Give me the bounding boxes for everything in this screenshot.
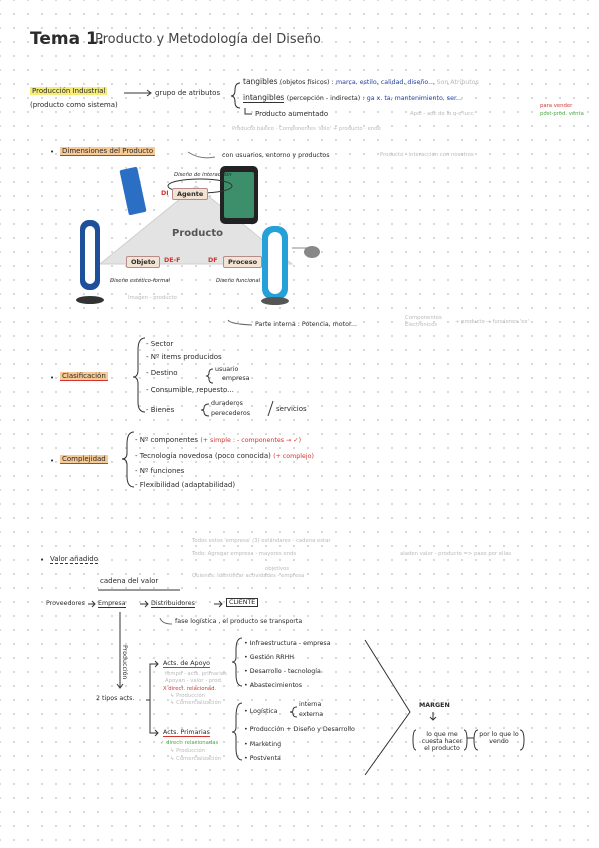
tangibles-label: tangibles xyxy=(243,77,278,86)
produccion-sublabel: (producto como sistema) xyxy=(30,101,118,109)
margen-label: MARGEN xyxy=(419,702,450,709)
fig-def: DE-F xyxy=(164,257,181,264)
primarias-label: Acts. Primarias xyxy=(163,729,210,738)
servicios-label: servicios xyxy=(276,405,307,413)
fig-df: DF xyxy=(208,257,218,264)
clasif-item-1: - Nº items producidos xyxy=(146,353,222,361)
chain-1: Empresa xyxy=(98,600,126,609)
dimensiones-note: con usuarios, entorno y productos xyxy=(222,152,330,159)
page-subtitle: Producto y Metodología del Diseño xyxy=(95,32,321,47)
tipos-label: 2 tipos acts. xyxy=(96,695,135,702)
apoyo-item-0: • Infraestructura - empresa xyxy=(244,640,331,647)
valor-note-3: Quienes: Identificar actividades - empre… xyxy=(192,573,305,579)
apoyo-label: Acts. de Apoyo xyxy=(163,660,211,669)
apoyo-note-0: tempo - acts. primarias xyxy=(165,671,227,677)
primarias-item-2: • Marketing xyxy=(244,741,282,748)
intangibles-list: ga x. ta, mantenimiento, ser... xyxy=(366,95,462,102)
basico-note: Producto básico · Componentes 'sólo' + p… xyxy=(232,126,381,132)
clasif-item-4: - Bienes xyxy=(146,406,175,414)
destino-opt-0: usuario xyxy=(215,366,239,373)
primarias-note-2: ↳ Comercialización xyxy=(170,756,222,762)
primarias-item-3: • Postventa xyxy=(244,755,281,762)
fig-estetico: Diseño estético-formal xyxy=(110,278,170,284)
interna-grey-1: Componentes xyxy=(405,315,442,321)
triangle-diagram xyxy=(76,166,320,305)
tangibles-row: tangibles (objetos físicos) : marca, est… xyxy=(243,77,479,87)
apoyo-note-1: Apoyan - valor - prod. xyxy=(165,678,223,684)
fig-funcional: Diseño funcional xyxy=(216,278,261,284)
intangibles-label: intangibles xyxy=(243,93,285,103)
bullet: • xyxy=(50,148,55,156)
fase-note: fase logística , el producto se transpor… xyxy=(175,618,303,625)
produccion-label: Producción Industrial xyxy=(30,87,108,96)
fig-interaccion: Diseño de interacción xyxy=(174,172,232,178)
parte-interna: Parte interna : Potencia, motor... xyxy=(255,321,357,328)
intangibles-row: intangibles (percepción - indirecta) : g… xyxy=(243,93,462,103)
primarias-note-1: ↳ Producción xyxy=(170,748,206,754)
intangibles-paren: (percepción - indirecta) : xyxy=(286,95,365,102)
tangibles-paren: (objetos físicos) : xyxy=(279,79,334,86)
fig-objeto: Objeto xyxy=(126,256,161,268)
margen-a: lo que me cuesta hacer el producto xyxy=(421,731,463,753)
fig-di: DI xyxy=(161,190,169,197)
aumentado-note: Apoi - adc de lo q-o lucc xyxy=(410,111,474,117)
complejidad-label: Complejidad xyxy=(60,455,108,465)
complejidad-item-3: - Flexibilidad (adaptabilidad) xyxy=(135,481,236,489)
valor-note-3b: objetivos xyxy=(265,566,290,572)
bienes-opt-0: duraderos xyxy=(211,400,243,407)
chain-3: CLIENTE xyxy=(226,598,259,608)
complejidad-item-0: - Nº componentes (+ simple : - component… xyxy=(135,436,302,444)
produccion-vertical: Producción xyxy=(121,645,128,680)
interna-grey-3: + producto → funciones 'ex' xyxy=(455,319,530,325)
clasif-item-0: - Sector xyxy=(146,340,174,348)
atributos-label: grupo de atributos xyxy=(155,89,221,97)
apoyo-note-3: ↳ Producción xyxy=(170,693,206,699)
destino-opt-1: empresa xyxy=(222,375,250,382)
primarias-note-0: ✓ direct. relacionadas xyxy=(160,740,219,746)
apoyo-item-1: • Gestión RRHH xyxy=(244,654,295,661)
bullet: • xyxy=(40,556,45,564)
apoyo-item-2: • Desarrollo - tecnología xyxy=(244,668,321,675)
dimensiones-note-grey: Producto - interacción con nosotros xyxy=(380,152,474,158)
interna-grey-2: Electrónicos xyxy=(405,322,438,328)
chain-0: Proveedores xyxy=(46,600,85,607)
page-title: Tema 1. xyxy=(30,29,105,49)
clasificacion-label: Clasificación xyxy=(60,372,108,382)
apoyo-item-3: • Abastecimientos xyxy=(244,682,303,689)
margen-b: por lo que lo vendo xyxy=(479,731,519,746)
clasif-item-2: - Destino xyxy=(146,369,178,377)
fig-producto: Producto xyxy=(172,228,223,239)
valor-label: Valor añadido xyxy=(50,555,98,565)
tangibles-list: marca, estilo, calidad, diseño... xyxy=(336,79,435,86)
complejidad-item-2: - Nº funciones xyxy=(135,467,185,475)
aumentado-label: Producto aumentado xyxy=(255,110,329,118)
side-note-1: para vender xyxy=(540,103,573,109)
bullet: • xyxy=(50,457,55,465)
bullet: • xyxy=(50,374,55,382)
complejidad-item-1: - Tecnología novedosa (poco conocida) (+… xyxy=(135,452,314,460)
logistica-opt-1: externa xyxy=(299,711,324,718)
apoyo-note-4: ↳ Comercialización xyxy=(170,700,222,706)
apoyo-note-2: X direct. relacionad. xyxy=(163,686,217,692)
bienes-opt-1: perecederos xyxy=(211,410,250,417)
fig-proceso: Proceso xyxy=(223,256,263,268)
cadena-label: cadena del valor xyxy=(100,577,159,585)
logistica-opt-0: interna xyxy=(299,701,322,708)
dimensiones-label: Dimensiones del Producto xyxy=(60,147,156,157)
fig-agente: Agente xyxy=(172,188,209,200)
valor-note-1: Todos estos 'empresa' (3) estándares - c… xyxy=(192,538,331,544)
primarias-item-0: • Logística xyxy=(244,708,278,715)
product-dimensions-figure: Diseño de interacción DI Agente Producto… xyxy=(66,160,324,310)
imagen-note: Imagen - producto xyxy=(128,295,177,301)
tangibles-note: Son Atributos xyxy=(436,79,479,86)
chain-2: Distribuidores xyxy=(151,600,195,609)
valor-note-4: aladen valor - producto => paso por ella… xyxy=(400,551,511,557)
clasif-item-3: - Consumible, repuesto... xyxy=(146,386,234,394)
side-note-2: post-prod. venta xyxy=(540,111,584,117)
valor-note-2: Todo: Agregar empresa - mayores ends xyxy=(192,551,297,557)
primarias-item-1: • Producción + Diseño y Desarrollo xyxy=(244,726,355,733)
